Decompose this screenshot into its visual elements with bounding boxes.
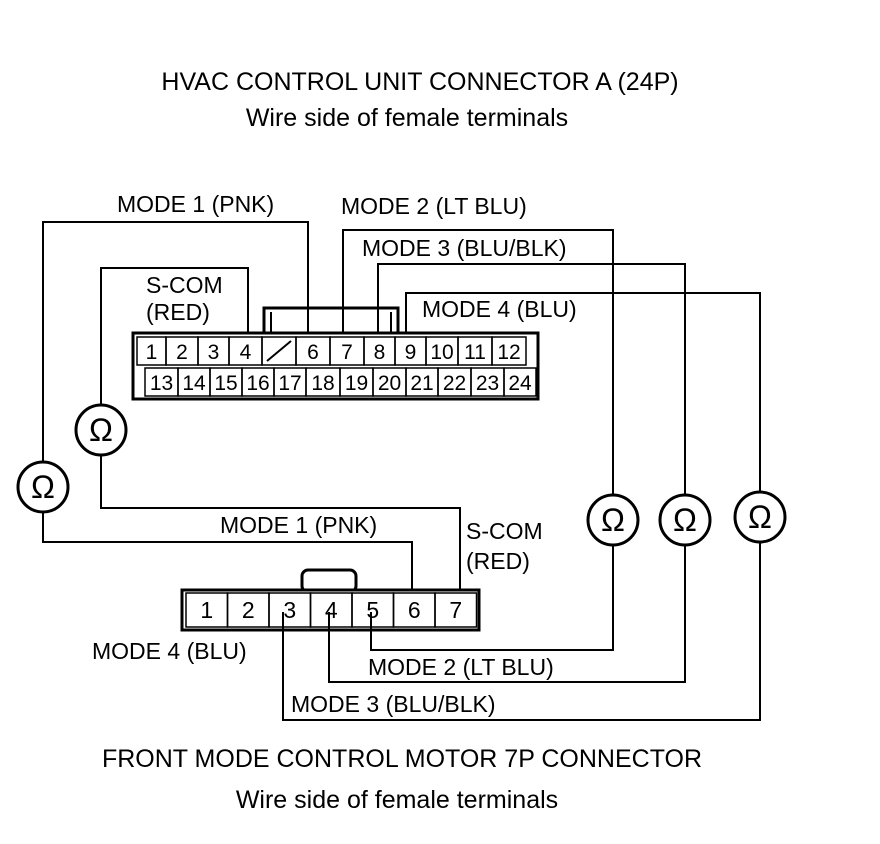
hvac-pin-19: 19 [345,372,368,395]
hvac-pin-20: 20 [378,372,401,395]
hvac-pin-6: 6 [307,341,319,364]
label-motor-mode4: MODE 4 (BLU) [92,638,247,664]
ohmmeter-icon: Ω [16,460,70,514]
hvac-pin-4: 4 [240,341,252,364]
hvac-pin-14: 14 [182,372,206,395]
hvac-pin-24-cell [503,367,537,397]
ohmmeter-icon: Ω [658,493,712,547]
hvac-connector-title: HVAC CONTROL UNIT CONNECTOR A (24P) [161,68,678,96]
label-hvac-mode4: MODE 4 (BLU) [422,296,577,322]
hvac-pin-7: 7 [341,341,353,364]
label-hvac-mode2: MODE 2 (LT BLU) [341,193,527,219]
label-hvac-scom-color: (RED) [146,299,210,325]
hvac-lock-tab [262,306,400,337]
hvac-pin-12: 12 [497,341,520,364]
hvac-pin-10: 10 [430,341,453,364]
hvac-pin-21: 21 [410,372,433,395]
label-hvac-mode1: MODE 1 (PNK) [117,191,274,217]
motor-connector-title: FRONT MODE CONTROL MOTOR 7P CONNECTOR [102,745,702,773]
hvac-pin-8: 8 [374,341,386,364]
ohmmeter-icon: Ω [586,493,640,547]
motor-connector: 1 2 3 4 5 6 7 [180,568,481,632]
motor-pin-1: 1 [200,597,213,623]
svg-text:Ω: Ω [31,469,55,505]
label-motor-scom-color: (RED) [466,548,530,574]
svg-text:Ω: Ω [673,502,697,538]
hvac-pin-22: 22 [443,372,466,395]
wire-mode4 [282,292,761,721]
label-motor-mode2: MODE 2 (LT BLU) [368,654,554,680]
motor-connector-body [180,588,481,632]
motor-pin-3: 3 [283,597,296,623]
hvac-pin-1: 1 [146,341,158,364]
hvac-pin-24: 24 [508,372,532,395]
motor-connector-subtitle: Wire side of female terminals [236,786,558,814]
wire-mode2 [342,229,614,651]
label-motor-scom: S-COM [466,518,543,544]
empty-cavity-mark [266,340,292,362]
hvac-pin-15: 15 [214,372,237,395]
svg-text:Ω: Ω [601,502,625,538]
hvac-pin-row-2: 13 14 15 16 17 18 19 20 21 22 23 24 [144,367,537,397]
hvac-pin-2: 2 [176,341,188,364]
hvac-pin-13: 13 [150,372,173,395]
ohmmeter-icon: Ω [74,403,128,457]
hvac-pin-12-cell [491,336,527,366]
hvac-connector-subtitle: Wire side of female terminals [246,104,568,132]
motor-pin-6: 6 [408,597,421,623]
label-hvac-mode3: MODE 3 (BLU/BLK) [362,235,567,261]
hvac-pin-23: 23 [476,372,499,395]
label-hvac-scom: S-COM [146,272,223,298]
motor-pin-7: 7 [449,597,462,623]
motor-pin-7-cell [434,592,478,628]
motor-pin-4: 4 [325,597,338,623]
motor-pin-2: 2 [242,597,255,623]
hvac-pin-9: 9 [405,341,417,364]
svg-text:Ω: Ω [748,499,772,535]
svg-text:Ω: Ω [89,412,113,448]
hvac-pin-17: 17 [278,372,301,395]
hvac-connector-body [131,331,540,401]
wire-mode1 [42,221,413,592]
hvac-pin-18: 18 [311,372,334,395]
ohmmeter-icon: Ω [733,490,787,544]
hvac-pin-3: 3 [208,341,220,364]
label-motor-mode3: MODE 3 (BLU/BLK) [291,691,496,717]
hvac-pin-16: 16 [246,372,269,395]
motor-pin-row: 1 2 3 4 5 6 7 [185,592,478,630]
label-motor-mode1: MODE 1 (PNK) [220,512,377,538]
wire-mode3 [328,263,686,683]
wire-scom [100,267,461,592]
hvac-pin-11: 11 [464,341,486,364]
motor-pin-5: 5 [366,597,379,623]
